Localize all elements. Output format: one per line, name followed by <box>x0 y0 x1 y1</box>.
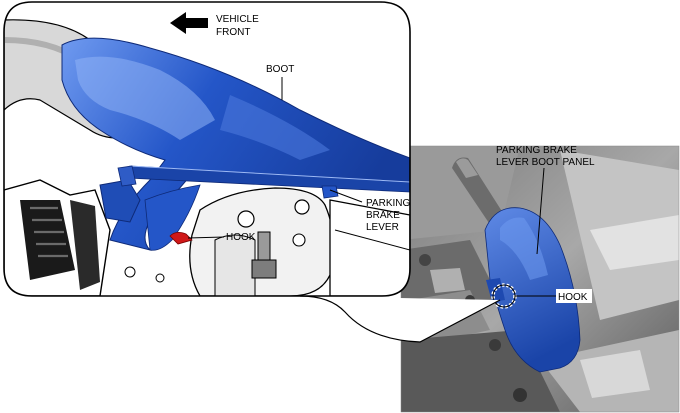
parking-brake-lever-label-2: BRAKE <box>366 210 400 221</box>
parking-brake-lever-label-3: LEVER <box>366 222 399 233</box>
left-arrow-icon <box>170 12 208 34</box>
parking-brake-lever-callout: PARKING BRAKE LEVER <box>329 189 410 233</box>
hook-detail-label: HOOK <box>226 232 256 243</box>
boot-callout: BOOT <box>266 64 294 100</box>
overview-photo <box>401 146 679 412</box>
hook-detail-callout: HOOK <box>187 232 256 243</box>
hook-overview-label: HOOK <box>558 292 588 303</box>
boot-label: BOOT <box>266 64 294 75</box>
vehicle-front-label-2: FRONT <box>216 27 250 38</box>
hook-overview-callout: HOOK <box>515 289 592 303</box>
panel-callout: PARKING BRAKE LEVER BOOT PANEL <box>496 145 595 255</box>
detail-callout <box>3 1 411 297</box>
vehicle-front-indicator: VEHICLE FRONT <box>170 12 259 38</box>
parking-brake-lever-label-1: PARKING <box>366 198 410 209</box>
callout-pointer <box>299 295 501 343</box>
red-hook-highlight <box>169 232 193 245</box>
vehicle-front-label-1: VEHICLE <box>216 14 259 25</box>
panel-label-2: LEVER BOOT PANEL <box>496 157 595 168</box>
panel-label-1: PARKING BRAKE <box>496 145 577 156</box>
